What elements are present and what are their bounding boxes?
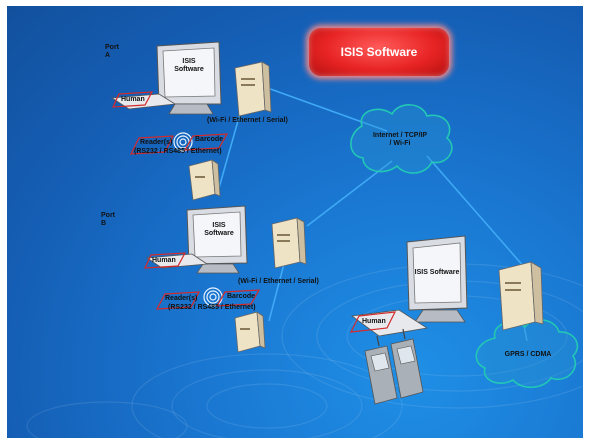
keyboard-b <box>145 253 209 269</box>
handheld-device-icon <box>364 328 424 405</box>
human-a-label: Human <box>121 96 145 103</box>
interfaces-a-label: (RS232 / RS485 / Ethernet) <box>134 148 222 155</box>
mobile-cloud <box>475 319 579 389</box>
human-tag-b <box>144 252 187 269</box>
human-central-label: Human <box>362 318 386 325</box>
human-tag-central <box>349 311 397 333</box>
mobile-cloud-label: GPRS / CDMA <box>504 351 552 358</box>
human-tag-a <box>112 91 154 108</box>
central-devices <box>349 235 544 405</box>
link-a-label: (Wi-Fi / Ethernet / Serial) <box>207 117 288 124</box>
workstation-a-screen-label: ISIS Software <box>174 58 204 73</box>
server-a <box>234 61 272 117</box>
water-ripples <box>26 263 583 438</box>
barcode-a-label: Barcode <box>195 136 224 143</box>
reader-a-label: Reader(s) <box>140 139 173 146</box>
internet-cloud-label: Internet / TCP/IP / Wi-Fi <box>372 132 428 147</box>
port-a-label: Port A <box>105 44 119 59</box>
human-b-label: Human <box>152 257 176 264</box>
reader-device-a <box>188 159 221 201</box>
central-screen-label: ISIS Software <box>414 269 460 276</box>
server-b <box>271 217 307 269</box>
diagram-panel: ISIS Software Port A <box>7 6 583 438</box>
barcode-b-label: Barcode <box>227 293 256 300</box>
workstation-b-monitor <box>186 205 248 274</box>
reader-tag-a <box>129 133 229 155</box>
reader-device-b <box>234 311 266 353</box>
reader-b-label: Reader(s) <box>165 295 198 302</box>
network-a-devices <box>110 41 272 201</box>
wireless-icon-a <box>173 132 193 152</box>
port-b-label: Port B <box>101 212 115 227</box>
workstation-b-screen-label: ISIS Software <box>204 222 234 237</box>
central-server <box>498 261 544 331</box>
workstation-a-monitor <box>156 41 222 115</box>
network-b-devices <box>144 205 307 353</box>
interfaces-b-label: (RS232 / RS485 / Ethernet) <box>168 304 256 311</box>
isis-software-button[interactable]: ISIS Software <box>309 28 449 76</box>
internet-cloud <box>350 104 453 174</box>
central-monitor <box>406 235 468 323</box>
reader-tag-b <box>155 289 261 310</box>
keyboard-a <box>110 93 177 110</box>
connections-layer <box>26 85 583 438</box>
link-b-label: (Wi-Fi / Ethernet / Serial) <box>238 278 319 285</box>
clouds-layer <box>350 104 579 389</box>
